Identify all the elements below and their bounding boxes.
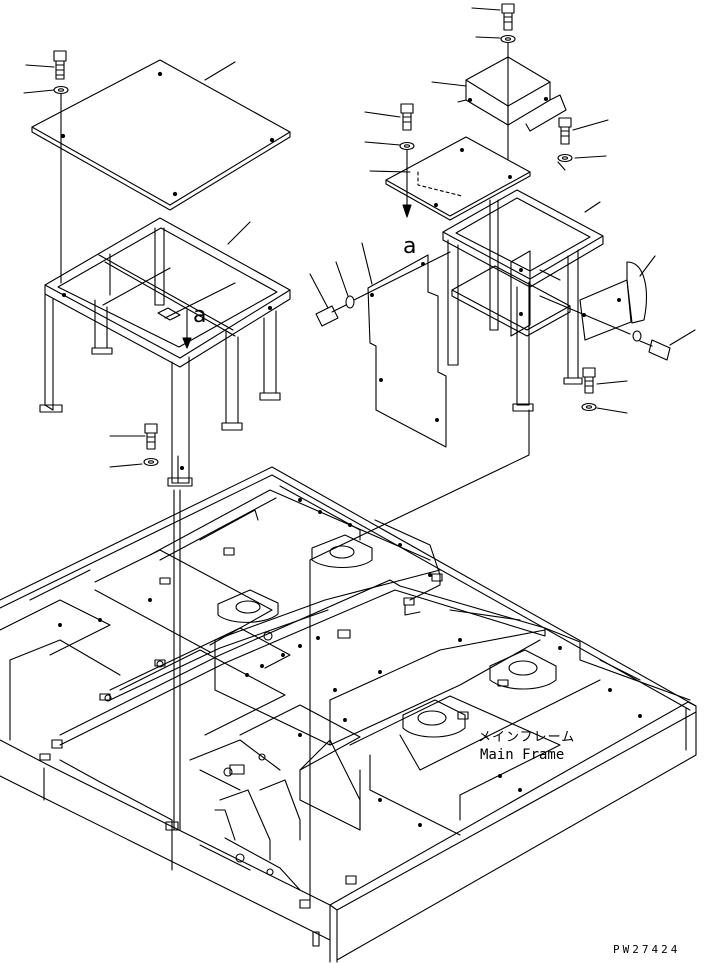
right-side-cover	[579, 261, 647, 341]
bolt-icon	[639, 339, 671, 361]
bolt-icon	[558, 117, 572, 145]
bolt-icon	[53, 50, 67, 80]
washer-icon	[500, 34, 516, 44]
bolt-icon	[315, 304, 347, 327]
washer-icon	[557, 153, 573, 163]
right-top-plate	[385, 136, 531, 221]
main-frame-label-jp: メインフレーム	[478, 730, 576, 745]
bolt-icon	[144, 423, 158, 450]
washer-icon	[632, 330, 642, 342]
reference-arrow-a-left	[182, 309, 192, 349]
reference-label-a-left: a	[193, 303, 207, 328]
washer-icon	[581, 402, 597, 412]
right-front-panel	[367, 254, 447, 448]
washer-icon	[399, 141, 415, 151]
washer-icon	[143, 457, 159, 467]
left-cover-plate	[31, 59, 291, 211]
bolt-icon	[501, 3, 515, 31]
washer-icon	[53, 85, 69, 95]
leader-lines	[23, 61, 251, 468]
reference-label-a-right: a	[403, 234, 417, 259]
bolt-icon	[400, 103, 414, 131]
main-frame-label-en: Main Frame	[480, 747, 565, 763]
right-stand-frame	[442, 189, 604, 412]
leader-lines	[309, 7, 696, 414]
washer-icon	[345, 295, 355, 309]
main-frame	[0, 466, 697, 963]
drawing-code: PW27424	[613, 943, 681, 956]
right-box-cover	[457, 56, 567, 132]
left-stand-frame	[39, 217, 291, 487]
bolt-icon	[582, 367, 596, 394]
